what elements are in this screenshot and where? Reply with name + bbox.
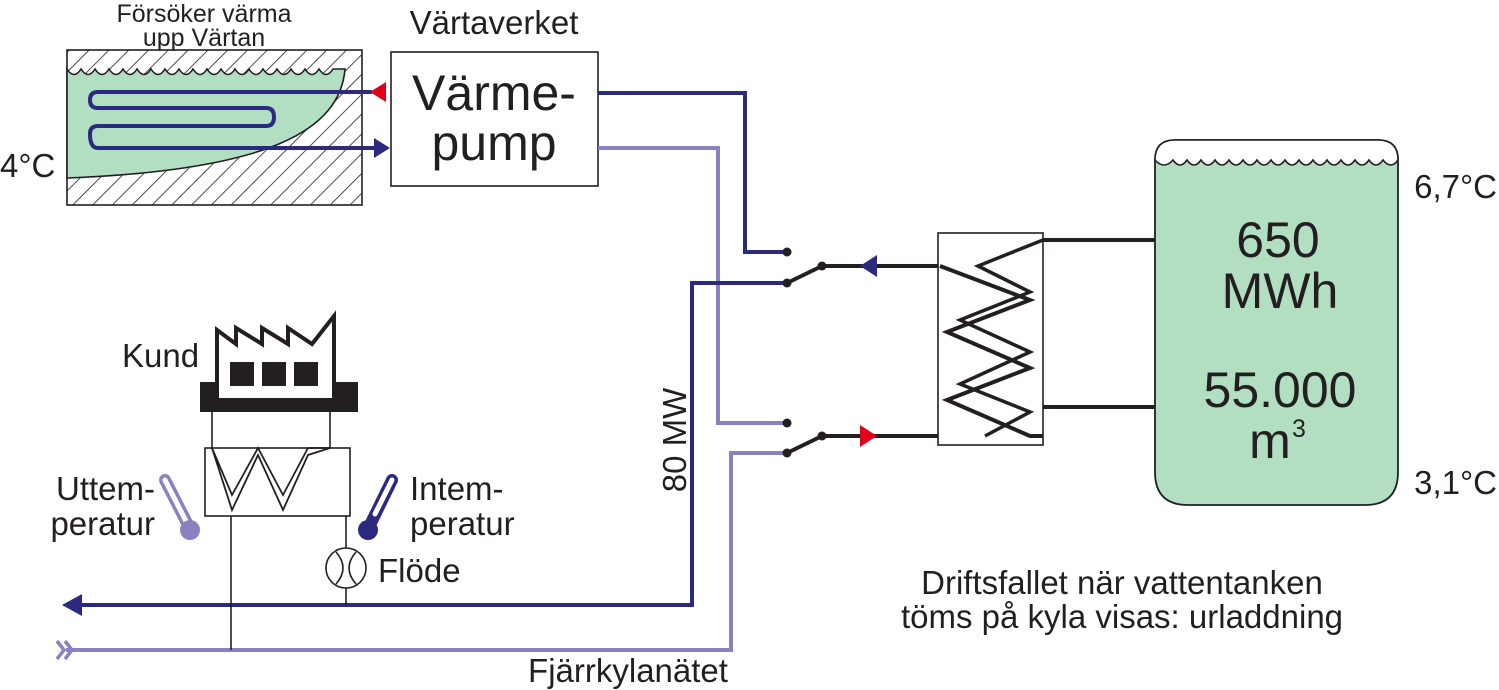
lake-supply-arrow bbox=[374, 138, 390, 158]
heat-pump-box bbox=[390, 51, 599, 187]
outdoor-thermometer-icon bbox=[159, 474, 200, 540]
network-dark-pipe bbox=[78, 281, 785, 607]
indoor-thermometer-icon bbox=[358, 474, 398, 540]
customer-label: Kund bbox=[122, 337, 199, 374]
flow-meter-icon bbox=[325, 547, 367, 589]
caption-line1: Driftsfallet när vattentanken bbox=[921, 564, 1323, 601]
caption-line2: töms på kyla visas: urladdning bbox=[901, 598, 1343, 635]
outdoor-temp-label-line1: Uttem- bbox=[56, 470, 155, 507]
network-outflow-arrow bbox=[62, 594, 82, 616]
tank-volume-exponent: 3 bbox=[1292, 415, 1306, 443]
tank-surface bbox=[1154, 139, 1399, 166]
exchanger-coil-a bbox=[939, 264, 1043, 438]
lake-caption-line1: Försöker värma bbox=[116, 0, 291, 28]
indoor-temp-label-line2: peratur bbox=[410, 505, 515, 542]
indoor-temp-label-line1: Intem- bbox=[410, 470, 504, 507]
factory-icon bbox=[200, 310, 358, 412]
network-light-pipe bbox=[66, 451, 785, 652]
lake-return-arrow bbox=[370, 82, 386, 102]
exchanger-inner-zigzag bbox=[955, 238, 1044, 438]
lake-basin bbox=[66, 49, 390, 206]
outdoor-temp-label-line2: peratur bbox=[50, 505, 155, 542]
heat-pump-light-pipe bbox=[598, 146, 785, 425]
lower-flow-arrow bbox=[860, 425, 877, 447]
tank-bottom-temperature: 3,1°C bbox=[1414, 464, 1497, 501]
upper-flow-arrow bbox=[860, 255, 877, 277]
customer-exchanger-zigzag-a bbox=[211, 447, 331, 513]
upper-switch bbox=[782, 247, 940, 288]
tank-top-temperature: 6,7°C bbox=[1414, 168, 1497, 205]
lower-switch bbox=[782, 418, 940, 458]
network-inflow-chevrons bbox=[55, 639, 75, 661]
lake-temperature: 4°C bbox=[0, 147, 55, 184]
pipe-capacity-label: 80 MW bbox=[656, 387, 693, 492]
tank-energy-unit: MWh bbox=[1222, 263, 1339, 319]
tank-volume-value: 55.000 bbox=[1204, 362, 1357, 418]
heat-pump-label-line1: Värme- bbox=[412, 65, 576, 121]
heat-pump-dark-pipe bbox=[598, 91, 785, 254]
tank-volume-unit: m bbox=[1249, 413, 1291, 469]
customer-heat-exchanger bbox=[204, 447, 351, 517]
tank-energy-value: 650 bbox=[1236, 212, 1319, 268]
customer-exchanger-zigzag-b bbox=[211, 446, 330, 498]
plant-title: Värtaverket bbox=[410, 4, 579, 41]
network-label: Fjärrkylanätet bbox=[528, 652, 728, 689]
heat-pump-label-line2: pump bbox=[431, 115, 556, 171]
lake-caption-line2: upp Värtan bbox=[143, 24, 265, 52]
flow-label: Flöde bbox=[378, 552, 461, 589]
lake-water bbox=[66, 66, 346, 179]
lake-coil bbox=[87, 90, 380, 150]
